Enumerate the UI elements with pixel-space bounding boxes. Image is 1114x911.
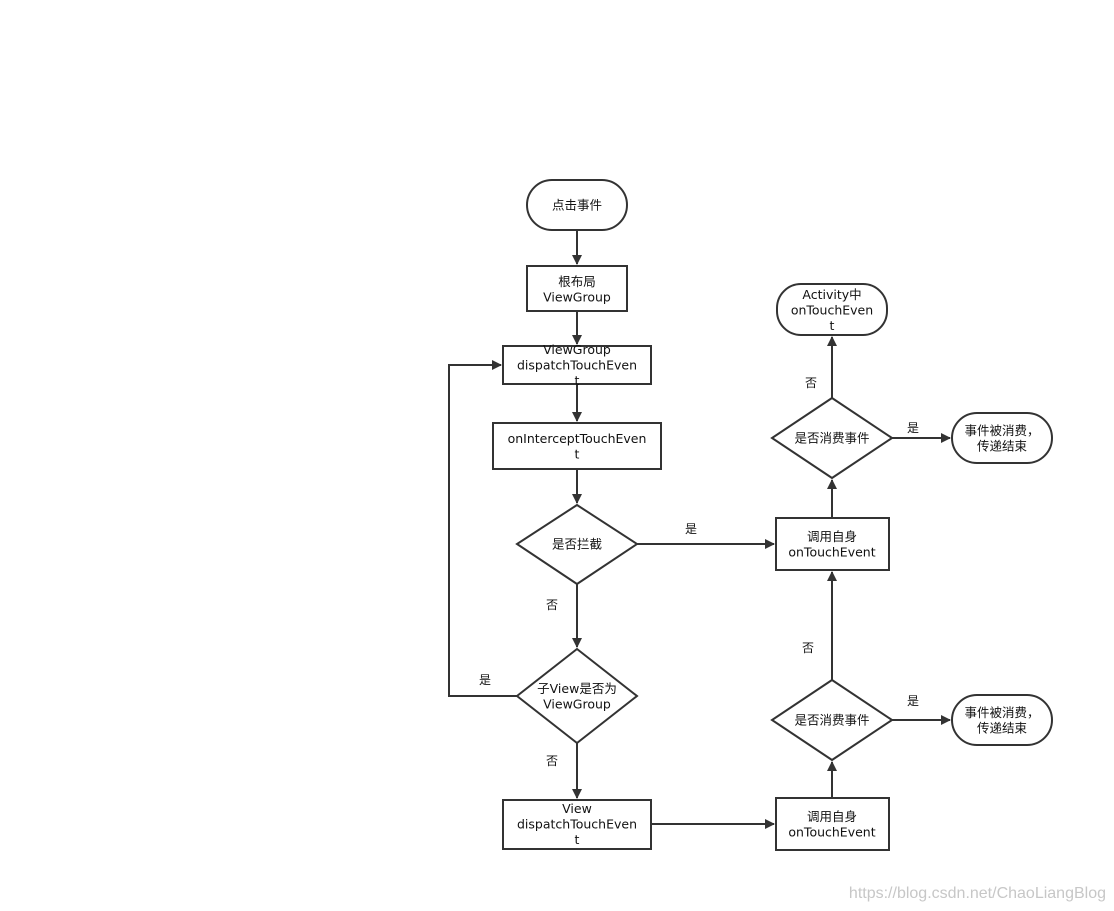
node-consumed-q-upper: 是否消费事件 [794,431,869,446]
node-label-line: 事件被消费， [964,423,1039,438]
node-consumed-q-lower-shape [770,678,894,762]
label-intercept-no: 否 [546,598,558,612]
node-label-line: ViewGroup [543,289,611,304]
node-label-line: 子View是否为 [537,681,617,696]
label-upper-consume-no: 否 [805,376,817,390]
node-label-line: t [830,318,835,333]
node-consumed-end-upper: 事件被消费，传递结束 [964,423,1039,454]
node-label-line: ViewGroup [543,696,611,711]
node-activity-ontouch-shape [776,283,888,336]
node-consumed-q-lower: 是否消费事件 [794,713,869,728]
node-label-line: t [575,373,580,388]
edge-labels: 是 否 是 否 是 否 是 否 [479,376,919,768]
label-upper-consume-yes: 是 [907,421,919,435]
node-consumed-q-upper-shape [770,396,894,480]
node-vg-dispatch-shape [502,345,652,385]
node-label-line: Activity中 [802,287,861,302]
node-label-line: 传递结束 [977,720,1028,735]
node-label-line: 是否消费事件 [794,713,869,728]
node-label-line: 调用自身 [807,809,857,824]
node-label-line: 是否拦截 [552,537,602,552]
node-label-line: t [575,446,580,461]
node-root-viewgroup-shape [526,265,628,312]
node-is-intercept: 是否拦截 [552,537,602,552]
node-view-dispatch-shape [502,799,652,850]
node-is-intercept-shape [515,503,639,586]
node-label-line: dispatchTouchEven [517,817,637,832]
node-label-line: onTouchEven [791,303,873,318]
node-label-line: 点击事件 [552,198,602,213]
node-label-line: 调用自身 [807,529,857,544]
label-lower-consume-yes: 是 [907,694,919,708]
node-label-line: ViewGroup [543,342,611,357]
node-label-line: 传递结束 [977,438,1028,453]
node-consumed-end-lower: 事件被消费，传递结束 [964,705,1039,736]
node-label-line: onInterceptTouchEven [508,431,647,446]
node-consumed-end-upper-shape [951,412,1053,464]
node-label-line: 是否消费事件 [794,431,869,446]
node-consumed-end-lower-shape [951,694,1053,746]
label-child-vg-no: 否 [546,754,558,768]
watermark-text: https://blog.csdn.net/ChaoLiangBlog [848,885,1106,902]
node-on-intercept-shape [492,422,662,470]
node-label-line: dispatchTouchEven [517,358,637,373]
node-label-line: onTouchEvent [788,544,875,559]
node-child-is-vg-shape [515,647,639,745]
node-label-line: View [562,801,592,816]
node-label-line: onTouchEvent [788,824,875,839]
edge-child-vg-yes-loop [448,360,517,697]
node-label-line: 根布局 [558,274,596,289]
node-label-line: 事件被消费， [964,705,1039,720]
label-child-vg-yes: 是 [479,673,491,687]
node-label-line: t [575,832,580,847]
node-click-event-shape [526,179,628,231]
node-click-event: 点击事件 [552,198,602,213]
label-lower-consume-no: 否 [802,641,814,655]
node-self-ontouch-upper-shape [775,517,890,571]
edges [448,230,951,829]
node-self-ontouch-lower-shape [775,797,890,851]
label-intercept-yes: 是 [685,522,697,536]
